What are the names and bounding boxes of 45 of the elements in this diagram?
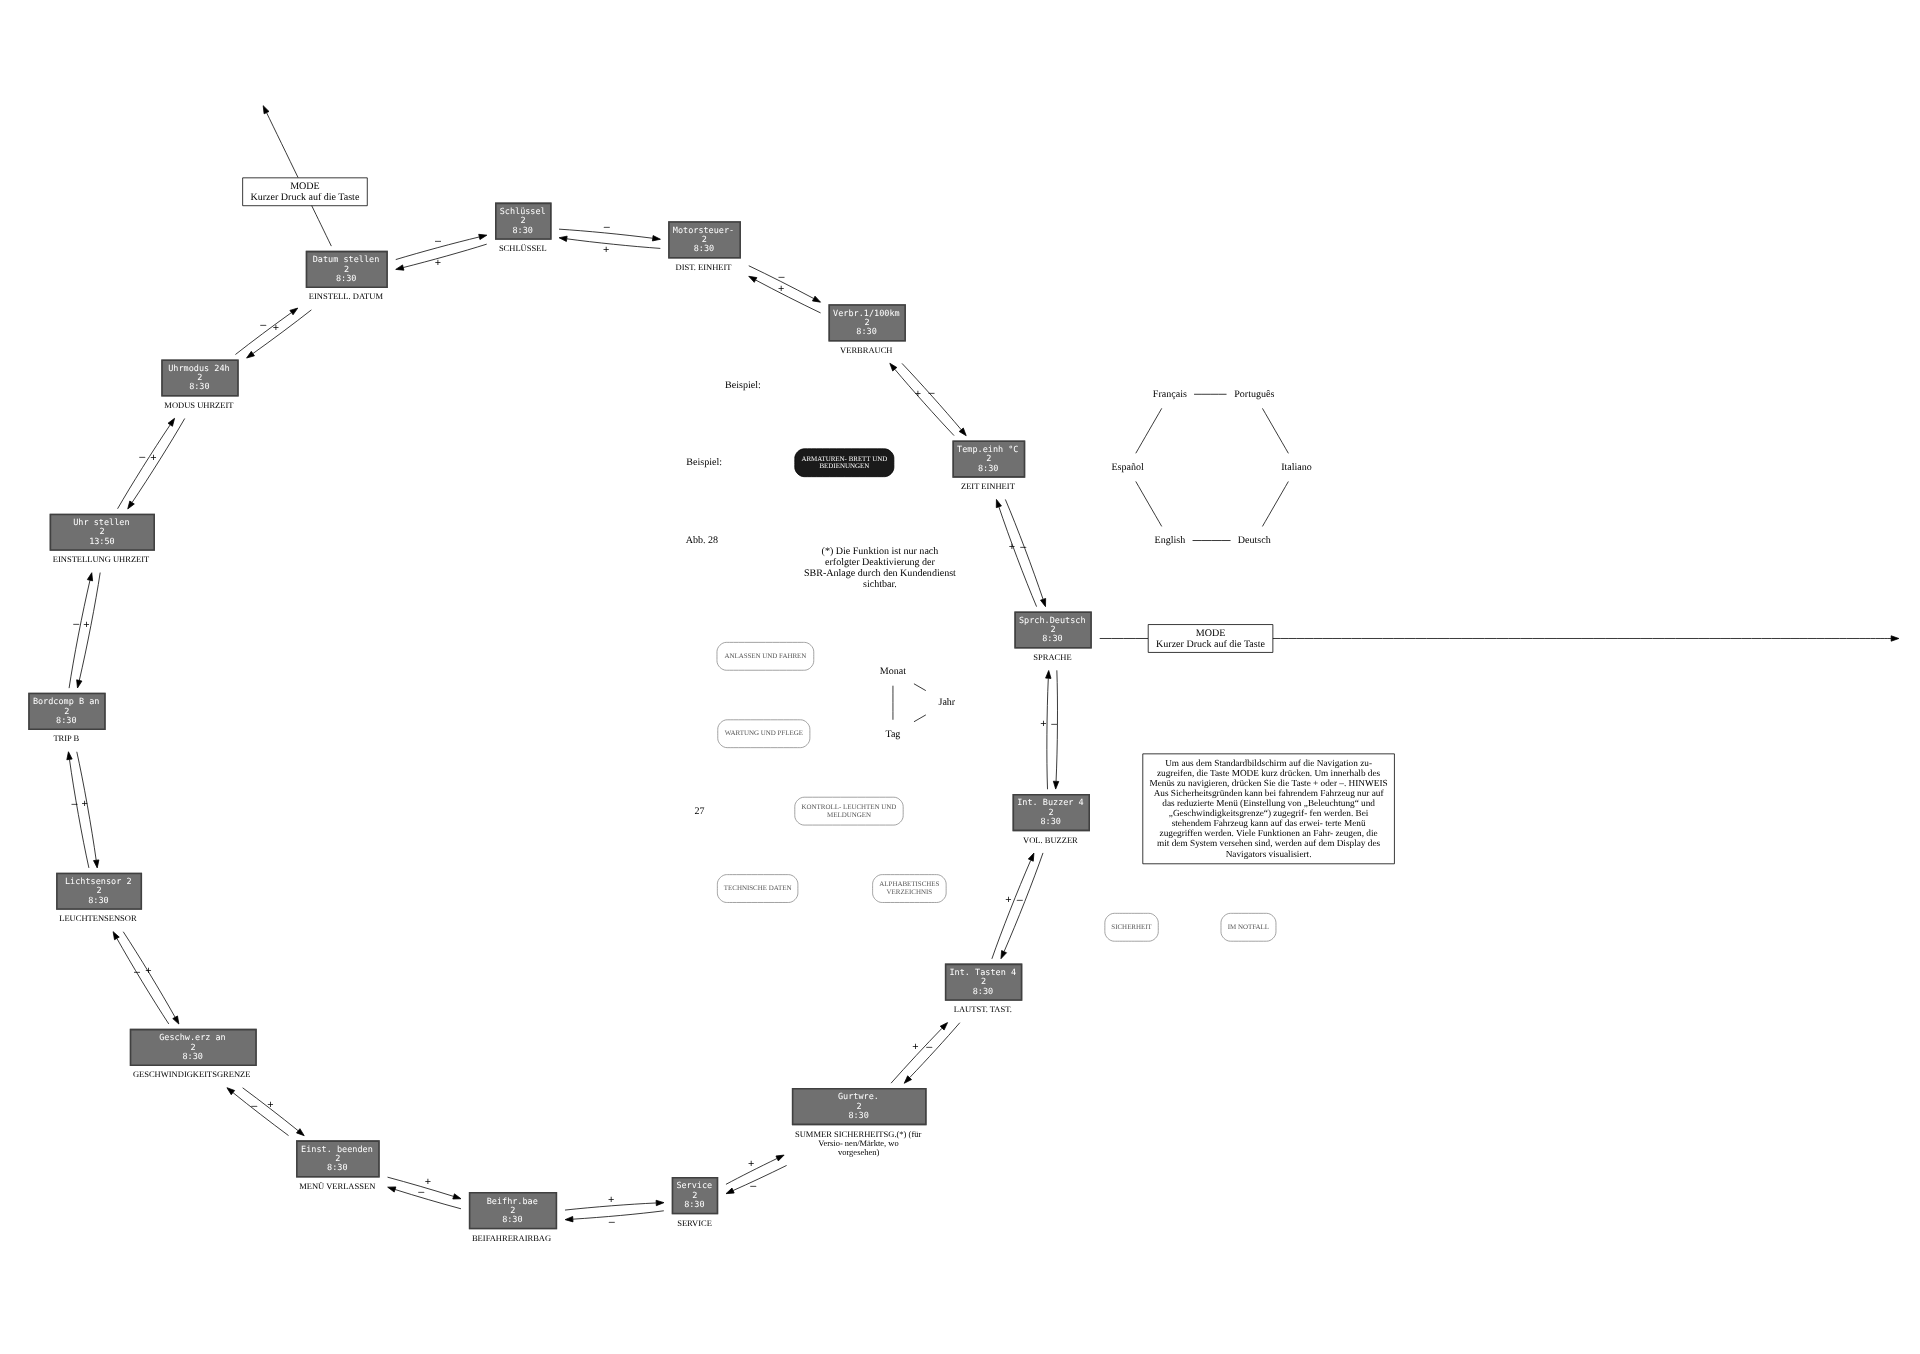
arrow — [117, 416, 175, 509]
arrow — [68, 571, 93, 688]
arrow — [76, 750, 100, 868]
arrow — [395, 232, 488, 259]
connector — [311, 204, 332, 246]
arrow — [725, 1164, 787, 1194]
arrow — [748, 264, 821, 302]
arrow — [66, 750, 90, 868]
connector — [1262, 407, 1289, 453]
arrow — [564, 1198, 665, 1210]
connector — [1262, 480, 1289, 526]
arrow — [1272, 634, 1900, 641]
arrow — [262, 104, 299, 177]
arrow — [748, 274, 821, 313]
arrow — [995, 498, 1037, 606]
arrow — [76, 571, 101, 688]
connector — [1099, 637, 1149, 638]
arrow — [127, 417, 186, 509]
connector — [1135, 406, 1163, 453]
arrow — [558, 234, 661, 248]
arrow — [235, 306, 299, 354]
arrow — [387, 1185, 462, 1209]
arrow — [889, 361, 955, 435]
connector — [913, 713, 927, 722]
connector — [1135, 480, 1163, 526]
arrow — [890, 1021, 948, 1083]
arrow — [226, 1086, 289, 1135]
arrow — [112, 930, 170, 1024]
arrow — [991, 851, 1035, 959]
arrow — [246, 308, 312, 358]
arrow — [1052, 668, 1060, 789]
connector — [1192, 539, 1231, 540]
arrow — [558, 227, 661, 241]
arrow — [242, 1086, 305, 1136]
arrow — [725, 1153, 785, 1184]
arrow — [387, 1175, 462, 1199]
connector — [913, 682, 927, 690]
arrow — [901, 362, 967, 436]
arrow — [1045, 669, 1052, 789]
arrow — [1004, 498, 1047, 607]
arrow — [903, 1021, 961, 1083]
arrow — [122, 930, 180, 1024]
arrow — [395, 242, 488, 270]
arrow — [564, 1209, 665, 1222]
arrow — [1000, 851, 1044, 959]
